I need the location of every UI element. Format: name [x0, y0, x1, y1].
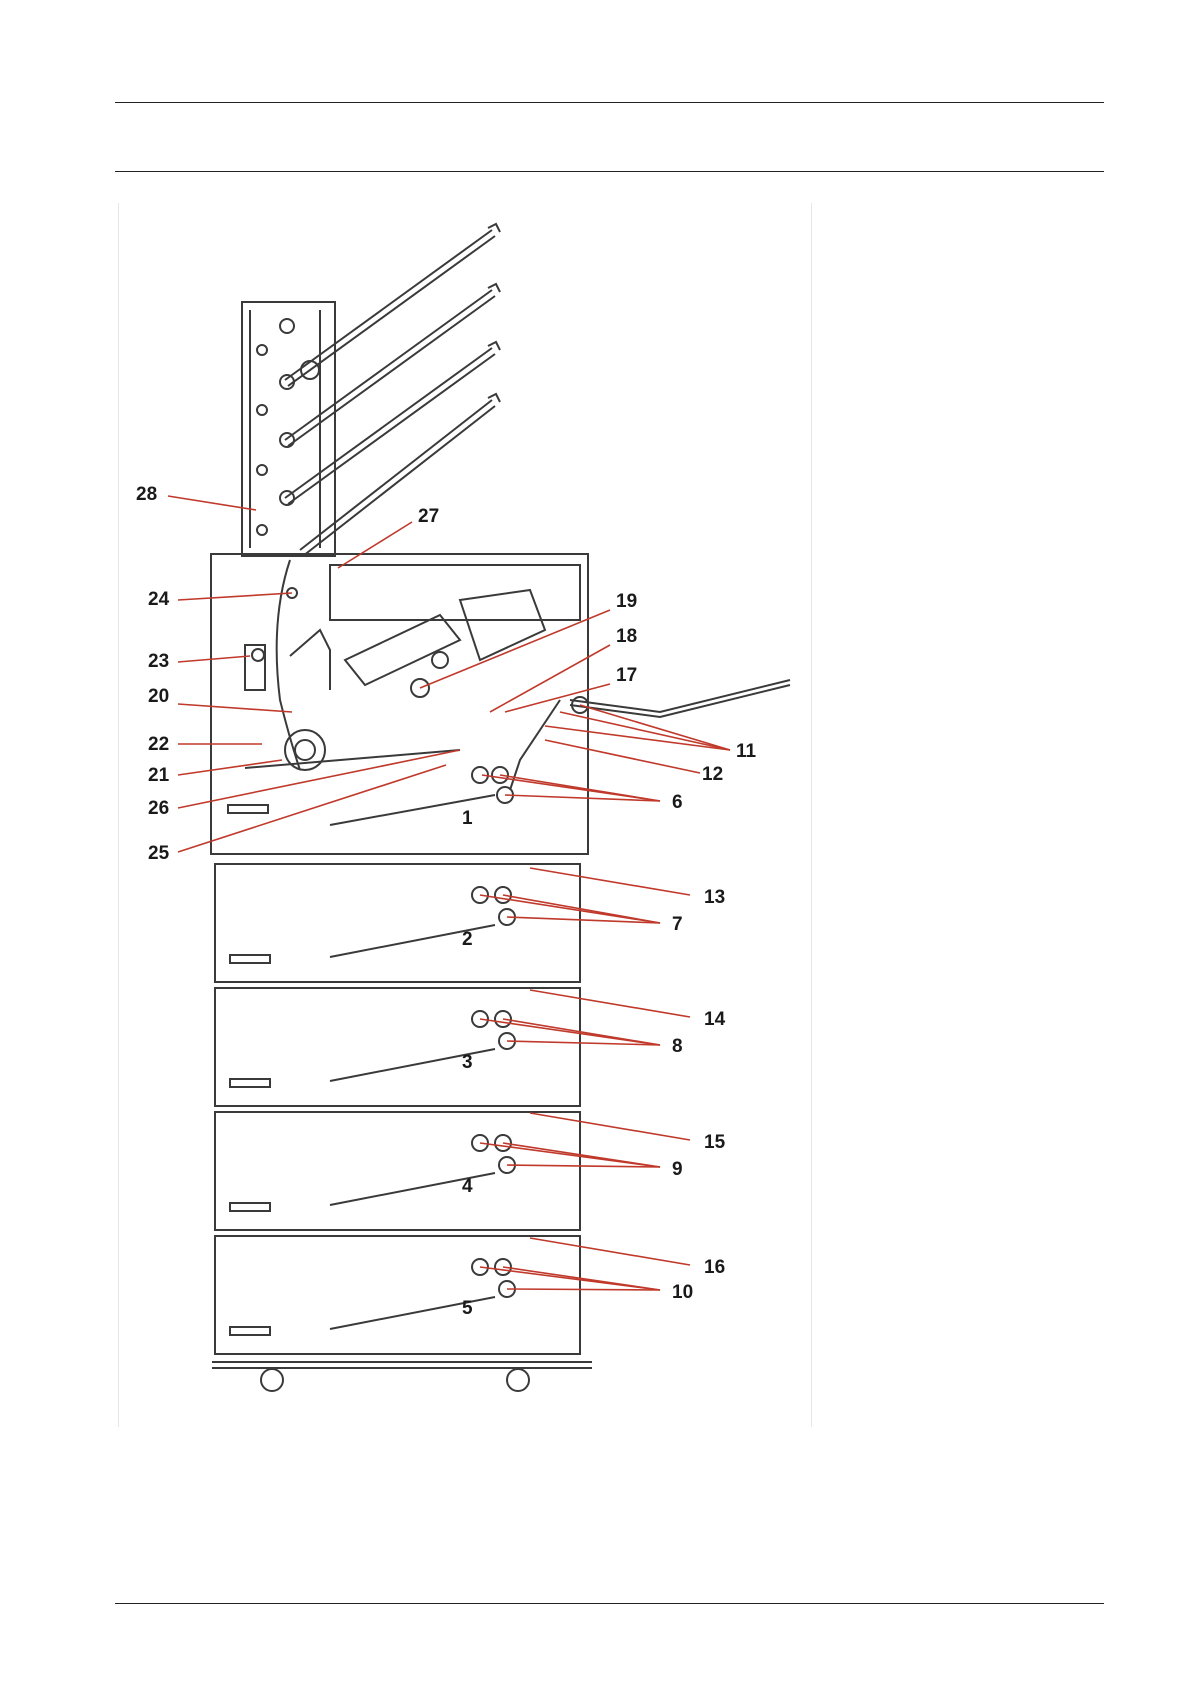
callout-7: 7 — [672, 914, 683, 935]
mp-tray — [570, 680, 790, 712]
callout-20: 20 — [148, 686, 169, 707]
callout-23: 23 — [148, 651, 169, 672]
callout-13: 13 — [704, 887, 725, 908]
callout-14: 14 — [704, 1009, 726, 1030]
callout-6: 6 — [672, 792, 683, 813]
callout-9: 9 — [672, 1159, 683, 1180]
callout-15: 15 — [704, 1132, 726, 1153]
callout-21: 21 — [148, 765, 170, 786]
laser-scanner — [460, 590, 545, 660]
leader-lines — [168, 496, 730, 1290]
callout-18: 18 — [616, 626, 637, 647]
callout-labels: 1 2 3 4 5 6 7 8 9 10 11 12 13 14 15 16 1… — [136, 484, 757, 1319]
mailbox-bin-trays — [285, 224, 500, 556]
callout-8: 8 — [672, 1036, 683, 1057]
callout-22: 22 — [148, 734, 169, 755]
callout-19: 19 — [616, 591, 637, 612]
callout-4: 4 — [462, 1176, 473, 1197]
callout-11: 11 — [736, 741, 757, 762]
mailbox-rollers — [257, 319, 319, 535]
callout-27: 27 — [418, 506, 439, 527]
callout-10: 10 — [672, 1282, 693, 1303]
callout-24: 24 — [148, 589, 170, 610]
paper-tray-3 — [215, 988, 580, 1106]
callout-12: 12 — [702, 764, 723, 785]
callout-3: 3 — [462, 1052, 473, 1073]
callout-25: 25 — [148, 843, 170, 864]
callout-26: 26 — [148, 798, 169, 819]
paper-tray-4 — [215, 1112, 580, 1230]
callout-28: 28 — [136, 484, 157, 505]
paper-tray-5 — [215, 1236, 580, 1354]
paper-tray-2 — [215, 864, 580, 982]
caster-left — [261, 1369, 283, 1391]
callout-5: 5 — [462, 1298, 473, 1319]
mailbox-unit — [242, 302, 335, 556]
imaging-unit — [345, 615, 460, 685]
callout-16: 16 — [704, 1257, 725, 1278]
caster-right — [507, 1369, 529, 1391]
printer-drawing — [211, 224, 790, 1391]
callout-1: 1 — [462, 808, 473, 829]
callout-17: 17 — [616, 665, 637, 686]
callout-2: 2 — [462, 929, 473, 950]
